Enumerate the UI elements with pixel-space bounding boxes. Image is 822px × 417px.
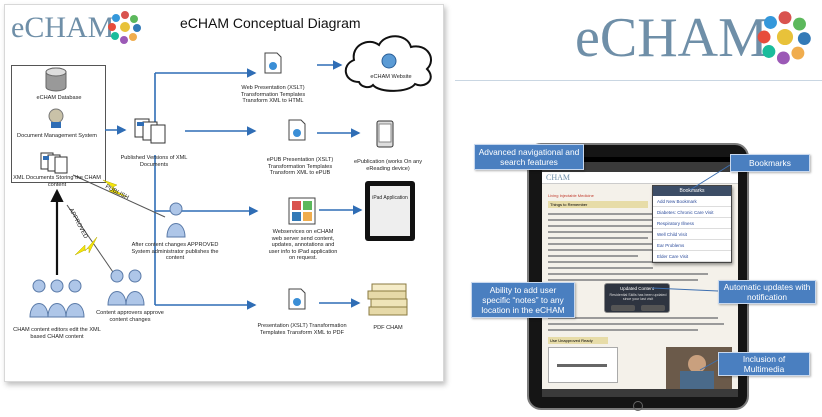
ereader-icon [376,120,394,148]
notification-text: Residential Skills has been updated sinc… [609,293,667,302]
bookmarks-popover: Bookmarks Add New Bookmark Diabetes: Chr… [652,185,732,263]
admin-label: After content changes APPROVED System ad… [131,242,219,262]
status-bar [542,157,738,162]
text-line [548,213,658,215]
epub-document-icon [288,119,306,141]
database-icon [45,67,67,92]
source-group-box [11,65,106,183]
diagram-figure [548,347,618,383]
conceptual-diagram: eCHAM eCHAM Conceptual Diagram [4,4,444,382]
bookmark-item[interactable]: Diabetes: Chronic Care Visit [653,207,731,218]
editors-label: CHAM content editors edit the XML based … [13,327,101,340]
text-line [548,329,698,331]
diagram-title: eCHAM Conceptual Diagram [180,15,361,31]
text-line [548,249,660,251]
content-heading-things: Things to Remember [548,201,648,208]
text-line [548,279,698,281]
notification-ok-button[interactable] [641,305,665,311]
documents-icon [40,152,68,174]
text-line [548,255,638,257]
callout-navigation: Advanced navigational and search feature… [474,144,584,170]
pinwheel-logo-icon [108,11,141,44]
ipad-screen: CHAM Living Injectable Medicine Things t… [542,157,738,397]
text-line [548,243,664,245]
bookmark-item[interactable]: Elder Care Visit [653,251,731,262]
published-documents-icon [134,118,166,144]
bottom-toolbar[interactable] [542,389,738,397]
xslt-document-icon [264,52,282,74]
app-toolbar[interactable] [542,162,738,172]
pdf-xslt-document-icon [288,288,306,310]
bookmark-item[interactable]: Add New Bookmark [653,196,731,207]
callout-multimedia: Inclusion of Multimedia [718,352,810,376]
database-label: eCHAM Database [36,95,82,101]
callout-notes: Ability to add user specific “notes” to … [471,282,575,318]
text-line [548,317,718,319]
pdf-presentation-label: Presentation (XSLT) Transformation Templ… [257,323,347,336]
home-button[interactable] [633,401,643,411]
text-line [548,267,653,269]
text-line [548,225,656,227]
approvers-label: Content approvers approve content change… [96,310,164,323]
ipad-app-icon: iPad Application [365,181,415,241]
text-line [548,231,664,233]
echam-logo: eCHAM [575,7,768,69]
text-line [548,261,664,263]
bookmark-item[interactable]: Respiratory Illness [653,218,731,229]
web-presentation-label: Web Presentation (XSLT) Transformation T… [240,85,306,105]
update-notification: Updated Content Residential Skills has b… [604,283,670,313]
dms-label: Document Management System [17,133,97,139]
bookmark-item[interactable]: Well Child Visit [653,229,731,240]
text-line [548,273,708,275]
webservices-icon [288,197,316,225]
pdf-stack-icon [367,283,408,316]
callout-bookmarks: Bookmarks [730,154,810,172]
notification-title: Updated Content [619,286,655,291]
epublication-label: ePublication (works On any eReading devi… [353,159,423,172]
bookmarks-header: Bookmarks [653,186,731,196]
approvers-group-icon [107,269,145,306]
pinwheel-logo-large-icon [757,11,811,65]
ipad-device: CHAM Living Injectable Medicine Things t… [527,143,749,411]
pdf-label: PDF CHAM [373,325,403,331]
admin-person-icon [166,202,186,238]
flow-arrows [50,60,363,310]
bookmark-item[interactable]: Ear Problems [653,240,731,251]
webservices-label: Webservices on eCHAM web server send con… [268,229,338,262]
content-heading-card: Use Unapproved Ready [548,337,608,344]
header-divider [455,80,822,81]
published-label: Published Versions of XML Documents [120,155,188,168]
epub-presentation-label: ePUB Presentation (XSLT) Transformation … [266,157,334,177]
server-icon [48,108,64,128]
callout-updates: Automatic updates with notification [718,280,816,304]
app-header: CHAM [542,172,738,184]
text-line [548,237,648,239]
xml-docs-label: XML Documents Storing the CHAM content [13,175,101,188]
app-logo: CHAM [546,173,571,182]
cloud-icon [344,35,432,92]
text-line [548,219,664,221]
content-heading-red: Living Injectable Medicine [548,193,594,198]
echam-logo-small: eCHAM [11,11,115,44]
notification-dismiss-button[interactable] [611,305,635,311]
website-label: eCHAM Website [370,74,412,80]
ipad-app-label: iPad Application [372,195,408,201]
editors-group-icon [29,279,85,318]
text-line [548,323,724,325]
